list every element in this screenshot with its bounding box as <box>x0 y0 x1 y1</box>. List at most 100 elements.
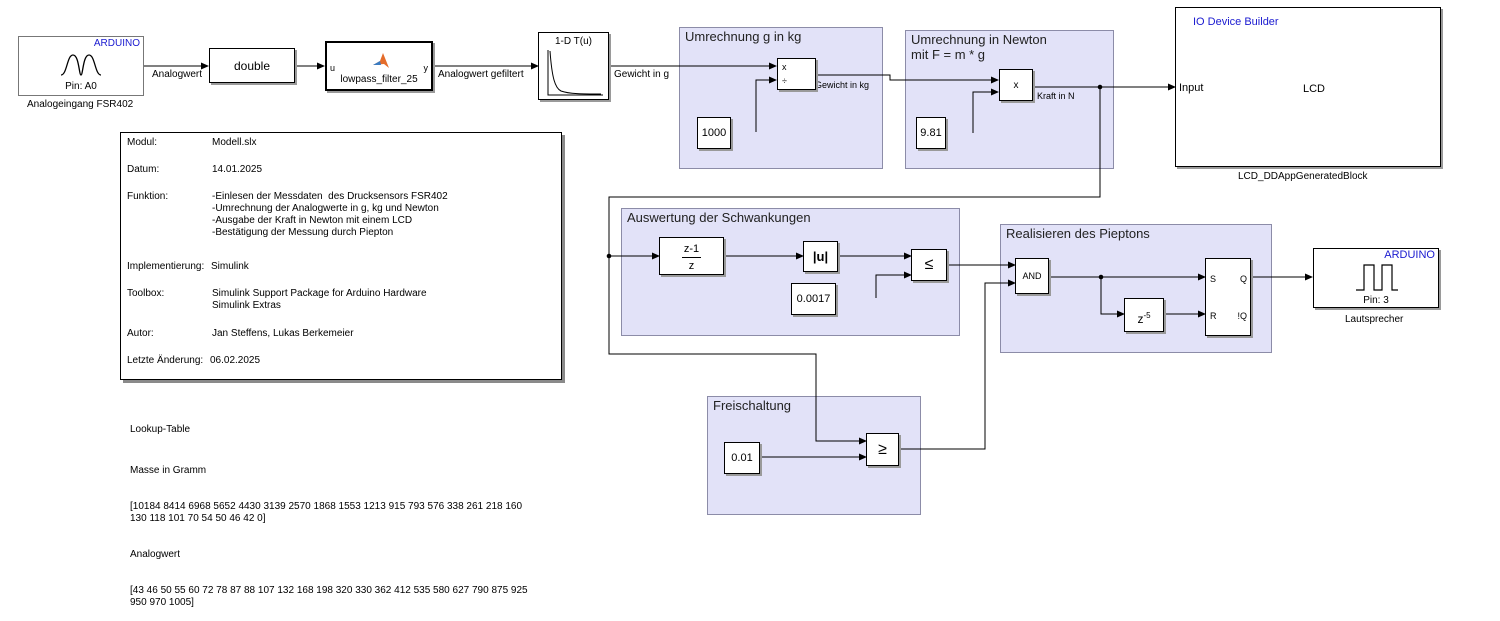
note-key-autor: Autor: <box>127 328 154 339</box>
area-title: Freischaltung <box>713 398 792 413</box>
tf-fraction-bar <box>682 257 701 258</box>
speaker-name: Lautsprecher <box>1345 314 1404 325</box>
note-value-toolbox: Simulink Support Package for Arduino Har… <box>212 288 427 311</box>
brand-label: ARDUINO <box>1384 249 1435 261</box>
speaker-output-block[interactable]: ARDUINO Pin: 3 <box>1313 248 1439 308</box>
transfer-fcn-block[interactable]: z-1 z <box>659 237 724 275</box>
delay-exponent: -5 <box>1143 311 1151 320</box>
analogwert-values: [43 46 50 55 60 72 78 87 88 107 132 168 … <box>130 585 528 608</box>
tf-denominator: z <box>688 260 695 272</box>
port-div: ÷ <box>782 76 787 86</box>
lookup-title: Lookup-Table <box>130 424 191 435</box>
signal-label-kraft: Kraft in N <box>1037 91 1075 101</box>
signal-label-analogwert: Analogwert <box>152 69 203 80</box>
analogwert-label: Analogwert <box>130 549 181 560</box>
lowpass-name: lowpass_filter_25 <box>340 74 418 85</box>
note-key-modul: Modul: <box>127 137 158 148</box>
ge-label: ≥ <box>878 440 887 458</box>
const-value: 1000 <box>701 127 727 139</box>
lookup-table-block[interactable]: 1-D T(u) <box>538 32 609 100</box>
const-001-block[interactable]: 0.01 <box>724 442 760 474</box>
const-value: 0.0017 <box>796 293 831 305</box>
multiply-block[interactable]: x <box>999 69 1033 101</box>
port-s: S <box>1210 274 1217 284</box>
const-0017-block[interactable]: 0.0017 <box>791 283 836 315</box>
const-value: 9.81 <box>920 127 942 139</box>
abs-label: |u| <box>812 249 829 264</box>
and-block[interactable]: AND <box>1015 258 1049 294</box>
brand-label: ARDUINO <box>93 38 140 49</box>
delay-base: z <box>1137 312 1144 326</box>
signal-label-gewicht-g: Gewicht in g <box>614 69 670 80</box>
note-key-toolbox: Toolbox: <box>127 288 165 299</box>
lookup-curve-icon <box>547 50 603 96</box>
junction-dot <box>606 253 612 259</box>
delay-label: z-5 <box>1125 309 1163 326</box>
port-u: u <box>330 63 336 73</box>
line-1000-to-divide <box>755 76 777 132</box>
note-value-autor: Jan Steffens, Lukas Berkemeier <box>212 328 354 339</box>
note-key-implementierung: Implementierung: <box>127 261 205 272</box>
io-block-name: LCD_DDAppGeneratedBlock <box>1238 171 1368 182</box>
analog-input-block[interactable]: ARDUINO Pin: A0 <box>18 36 144 96</box>
pin-label: Pin: A0 <box>65 81 97 92</box>
const-981-block[interactable]: 9.81 <box>916 117 946 149</box>
line-kraft-to-ge <box>608 256 867 445</box>
le-label: ≤ <box>924 256 934 273</box>
square-wave-icon <box>1356 264 1398 291</box>
junction-dot <box>1098 274 1104 280</box>
mul-sign: x <box>1013 79 1019 91</box>
const-1000-block[interactable]: 1000 <box>697 117 731 149</box>
note-key-datum: Datum: <box>127 164 160 175</box>
signal-lines <box>144 62 1313 461</box>
model-info-box[interactable]: Modul: Modell.slx Datum: 14.01.2025 Funk… <box>120 132 562 380</box>
delay-block[interactable]: z-5 <box>1124 298 1164 332</box>
note-key-letzte-aenderung: Letzte Änderung: <box>127 355 204 366</box>
analog-input-name: Analogeingang FSR402 <box>27 99 134 110</box>
note-value-datum: 14.01.2025 <box>212 164 263 175</box>
note-value-letzte-aenderung: 06.02.2025 <box>210 355 261 366</box>
double-label: double <box>233 58 271 73</box>
and-label: AND <box>1022 271 1042 281</box>
signal-label-gewicht-kg: Gewicht in kg <box>815 80 870 90</box>
matlab-function-icon <box>373 53 389 68</box>
junction-dot <box>1097 84 1103 90</box>
line-and-to-delay <box>1100 277 1125 318</box>
masse-label: Masse in Gramm <box>130 465 207 476</box>
port-not-q: !Q <box>1237 311 1247 321</box>
line-981-to-mul <box>972 88 999 133</box>
lookup-block-label: 1-D T(u) <box>554 36 593 47</box>
note-value-modul: Modell.slx <box>212 137 257 148</box>
io-title: IO Device Builder <box>1193 16 1279 28</box>
abs-block[interactable]: |u| <box>803 241 838 272</box>
masse-values: [10184 8414 6968 5652 4430 3139 2570 186… <box>130 501 523 524</box>
area-title: Umrechnung g in kg <box>685 29 802 44</box>
greater-equal-block[interactable]: ≥ <box>866 433 899 466</box>
note-value-implementierung: Simulink <box>211 261 249 272</box>
port-q: Q <box>1239 274 1247 284</box>
const-value: 0.01 <box>731 452 753 464</box>
io-device-lcd-block[interactable]: IO Device Builder Input LCD <box>1175 7 1441 167</box>
area-title: Realisieren des Pieptons <box>1006 226 1150 241</box>
sine-wave-icon <box>60 54 102 76</box>
line-kraft-to-tf <box>608 87 1101 260</box>
lookup-table-annotation: Lookup-Table Masse in Gramm [10184 8414 … <box>130 400 528 621</box>
port-r: R <box>1210 311 1217 321</box>
port-y: y <box>423 63 429 73</box>
tf-numerator: z-1 <box>683 243 700 255</box>
pin-label: Pin: 3 <box>1363 295 1389 306</box>
port-mul: x <box>782 62 787 72</box>
double-convert-block[interactable]: double <box>209 48 295 83</box>
line-0017-to-le <box>875 271 912 298</box>
signal-label-analogwert-gefiltert: Analogwert gefiltert <box>438 69 524 80</box>
divide-block[interactable]: x ÷ <box>777 58 816 90</box>
line-ge-to-and <box>899 279 1016 450</box>
less-equal-block[interactable]: ≤ <box>911 249 947 281</box>
line-divide-to-mul <box>816 74 999 84</box>
sr-flipflop-block[interactable]: S R Q !Q <box>1205 258 1251 336</box>
io-lcd-label: LCD <box>1303 83 1326 95</box>
lowpass-filter-block[interactable]: u y lowpass_filter_25 <box>325 41 433 91</box>
area-title: Auswertung der Schwankungen <box>627 210 811 225</box>
area-title: Umrechnung in Newton mit F = m * g <box>911 32 1047 62</box>
io-input-port: Input <box>1179 82 1204 94</box>
